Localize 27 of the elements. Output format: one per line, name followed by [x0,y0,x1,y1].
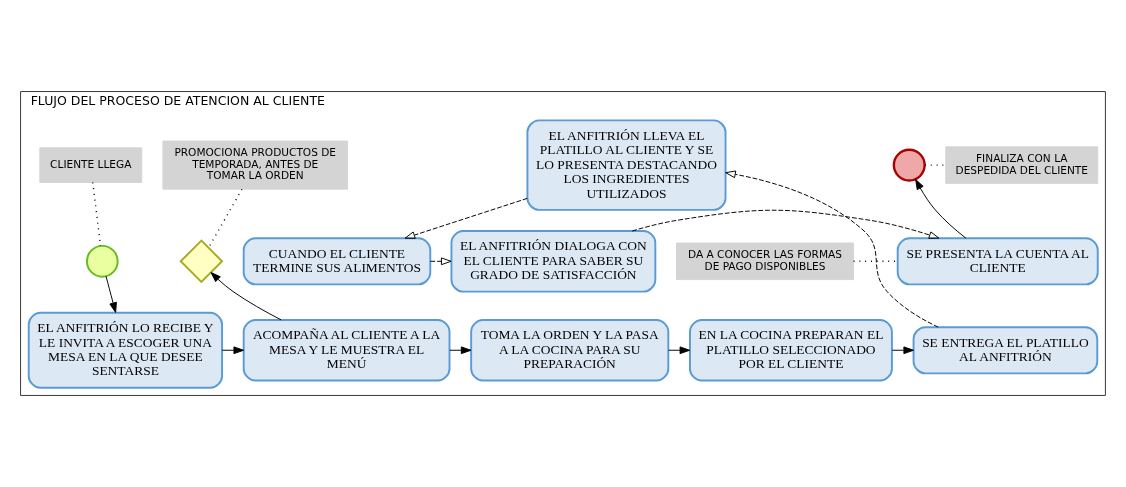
node-box: SE ENTREGA EL PLATILLO AL ANFITRIÓN [912,326,1099,375]
arrow [668,346,691,355]
arrow [221,346,245,355]
connector [207,188,243,249]
node-box: EL ANFITRIÓN LO RECIBE Y LE INVITA A ESCOGER UNA MESA EN LA QUE DESEE SENTARSE [27,311,223,389]
node-circle [85,244,119,278]
arrow [404,197,528,239]
arrow [429,257,452,266]
arrow [631,209,940,239]
node-box: EL ANFITRIÓN DIALOGA CON EL CLIENTE PARA SABER SU GRADO DE SATISFACCIÓN [450,230,657,293]
node-box: EN LA COCINA PREPARAN EL PLATILLO SELECCIONADO POR EL CLIENTE [689,319,893,382]
node-box: DA A CONOCER LAS FORMAS DE PAGO DISPONIBLES [676,242,854,281]
node-box: CLIENTE LLEGA [39,147,143,183]
node-box: SE PRESENTA LA CUENTA AL CLIENTE [896,237,1099,286]
node-box: PROMOCIONA PRODUCTOS DE TEMPORADA, ANTES DE TOMAR LA ORDEN [162,140,349,190]
arrow [725,170,939,328]
node-box: TOMA LA ORDEN Y LA PASA A LA COCINA PARA SU PREPARACIÓN [470,319,670,382]
arrow [210,272,282,321]
node-box: FINALIZA CON LA DESPEDIDA DEL CLIENTE [945,146,1099,184]
arrow [891,346,914,355]
arrow [449,346,472,355]
node-box: ACOMPAÑA AL CLIENTE A LA MESA Y LE MUESTRA EL MENÚ [242,319,451,382]
arrow [105,275,117,313]
node-box: EL ANFITRIÓN LLEVA EL PLATILLO AL CLIENTE Y SE LO PRESENTA DESTACANDO LOS INGREDIENTES UTILIZADOS [526,119,727,211]
node-circle [892,148,926,182]
node-box: CUANDO EL CLIENTE TERMINE SUS ALIMENTOS [242,237,432,286]
arrow [915,179,967,239]
